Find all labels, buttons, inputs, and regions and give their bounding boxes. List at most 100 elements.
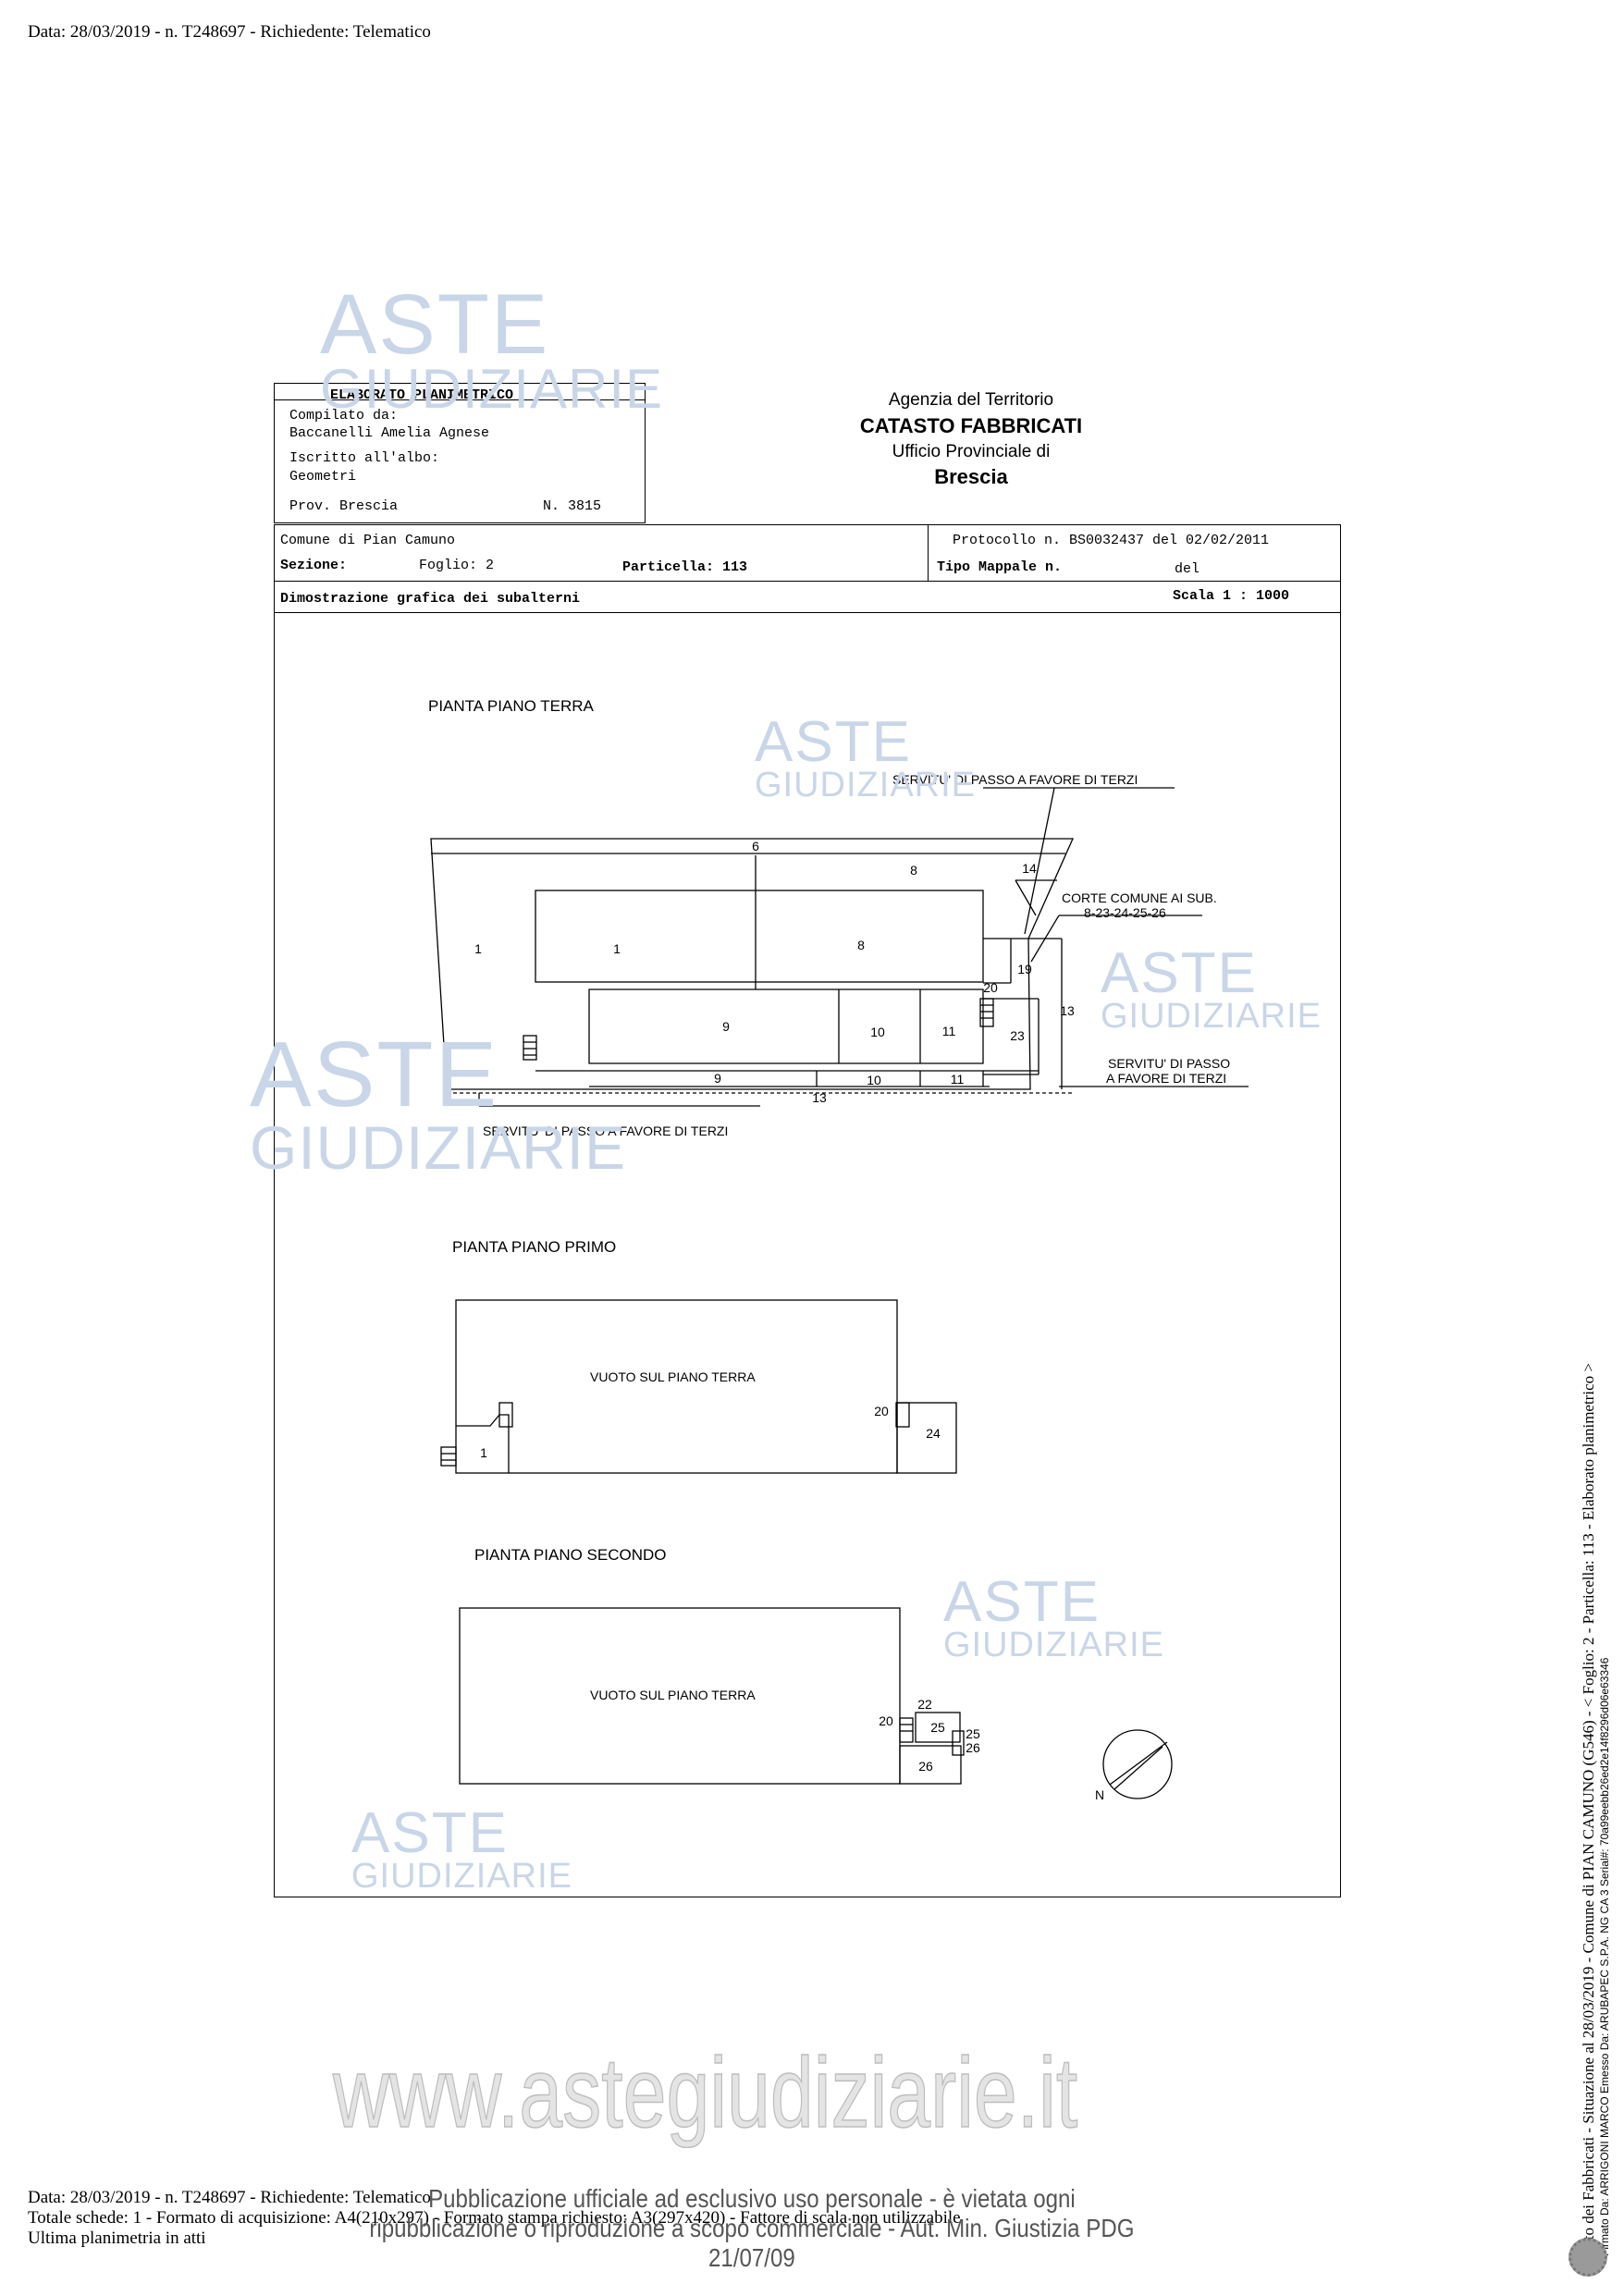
publication-line1: Pubblicazione ufficiale ad esclusivo uso… [428,2184,1076,2213]
watermark-aste-text: ASTE [755,710,912,774]
room-label: 25 [966,1726,980,1741]
albo: Geometri [289,469,357,485]
room-label: 9 [714,1071,721,1086]
compilato-name: Baccanelli Amelia Agnese [289,425,490,441]
secondo-title: PIANTA PIANO SECONDO [474,1546,667,1564]
watermark-giudiziarie-text: GIUDIZIARIE [1101,997,1323,1036]
room-label: 11 [951,1072,965,1087]
particella: Particella: 113 [622,559,748,575]
room-label: 20 [983,980,998,995]
watermark-giudiziarie-text: GIUDIZIARIE [755,766,977,804]
tipo-mappale: Tipo Mappale n. [937,559,1063,575]
room-label: 25 [930,1720,945,1735]
compilato-label: Compilato da: [289,408,399,424]
agency-block: Agenzia del Territorio CATASTO FABBRICAT… [814,390,1128,489]
vuoto-primo: VUOTO SUL PIANO TERRA [590,1369,756,1384]
watermark-aste-text: ASTE [320,277,550,372]
terra-outline [430,838,1075,1090]
room-label: 13 [1060,1003,1075,1018]
comune: Comune di Pian Camuno [280,533,456,548]
room-label: 19 [1017,962,1032,976]
terra-title: PIANTA PIANO TERRA [428,697,595,715]
watermark-aste: ASTE GIUDIZIARIE [755,710,977,804]
tipo-del: del [1175,561,1200,577]
prov: Prov. Brescia [289,498,399,514]
seal-icon [1569,2238,1607,2277]
side-signature: Firmato Da: ARRIGONI MARCO Emesso Da: AR… [1598,1657,1611,2256]
room-label: 26 [918,1759,933,1774]
main-frame [274,524,1341,1897]
room-label: 8 [910,863,917,878]
watermark-aste: ASTE GIUDIZIARIE [943,1570,1165,1664]
room-label: 20 [874,1404,889,1418]
scala: Scala 1 : 1000 [1173,588,1290,604]
watermark-aste-text: ASTE [1101,941,1258,1005]
corte-comune: CORTE COMUNE AI SUB. [1062,890,1217,905]
room-label: 10 [867,1073,881,1087]
servitu-right-1: SERVITU' DI PASSO [1108,1056,1230,1071]
watermark-aste: ASTE GIUDIZIARIE [351,1801,573,1896]
primo-title: PIANTA PIANO PRIMO [452,1238,616,1256]
protocollo: Protocollo n. BS0032437 del 02/02/2011 [953,533,1270,548]
elaborato-divider [274,399,646,400]
agency-line3: Ufficio Provinciale di [892,442,1051,461]
vuoto-secondo: VUOTO SUL PIANO TERRA [590,1688,756,1702]
room-label: 1 [480,1445,487,1460]
servitu-bottom: SERVITU' DI PASSO A FAVORE DI TERZI [483,1123,728,1138]
footer-line3: Ultima planimetria in atti [28,2228,206,2248]
agency-line2: CATASTO FABBRICATI [859,414,1083,437]
room-label: 24 [926,1426,941,1441]
servitu-top: SERVITU' DI PASSO A FAVORE DI TERZI [892,772,1138,787]
room-label: 11 [942,1024,956,1038]
secondo-outline [459,1607,901,1785]
watermark-giudiziarie-text: GIUDIZIARIE [943,1626,1165,1664]
info-divider-1 [274,581,1341,582]
footer-block: Data: 28/03/2019 - n. T248697 - Richiede… [28,2188,961,2249]
room-label: 1 [613,941,621,956]
watermark-aste: ASTE GIUDIZIARIE [250,1028,626,1178]
dimostrazione: Dimostrazione grafica dei subalterni [280,591,581,607]
room-label: 10 [870,1025,885,1039]
corte-subs: 8-23-24-25-26 [1084,905,1166,920]
top-header: Data: 28/03/2019 - n. T248697 - Richiede… [28,22,431,42]
site-watermark: www.astegiudiziarie.it [332,2035,1078,2149]
publication-line2: ripubblicazione o riproduzione a scopo c… [369,2214,1135,2272]
numero-albo: N. 3815 [543,498,602,514]
publication-notice: Pubblicazione ufficiale ad esclusivo uso… [342,2184,1162,2273]
room-label: 14 [1022,861,1037,876]
room-label: 13 [812,1090,827,1105]
watermark-giudiziarie-text: GIUDIZIARIE [250,1113,627,1182]
servitu-right-2: A FAVORE DI TERZI [1106,1071,1226,1086]
side-text: Catasto dei Fabbricati - Situazione al 2… [1580,1363,1597,2275]
room-label: 8 [857,938,865,952]
room-label: 9 [722,1019,730,1034]
room-label: 6 [752,839,759,853]
room-label: 20 [879,1713,893,1728]
room-label: 1 [474,941,482,956]
primo-outline [455,1299,898,1474]
info-vdivider [928,524,929,581]
north-arrow-circle [1102,1729,1173,1799]
watermark-aste-text: ASTE [250,1023,499,1126]
room-label: 23 [1010,1028,1025,1043]
watermark-aste: ASTE GIUDIZIARIE [1101,941,1323,1036]
watermark-aste: ASTE GIUDIZIARIE [320,282,663,417]
watermark-aste-text: ASTE [351,1801,509,1865]
info-divider-2 [274,612,1341,613]
watermark-giudiziarie-text: GIUDIZIARIE [320,358,664,420]
watermark-aste-text: ASTE [943,1570,1101,1634]
agency-line4: Brescia [934,465,1008,488]
north-label: N [1095,1787,1104,1802]
room-label: 26 [966,1740,980,1755]
terra-inner-block [535,890,984,983]
elaborato-box: ELABORATO PLANIMETRICO Compilato da: Bac… [274,383,646,523]
agency-line1: Agenzia del Territorio [888,390,1054,410]
room-label: 22 [917,1697,932,1712]
terra-units-block [588,988,984,1064]
footer-line2: Totale schede: 1 - Formato di acquisizio… [28,2208,961,2228]
sezione: Sezione: [280,558,348,573]
elaborato-title: ELABORATO PLANIMETRICO [330,387,514,403]
iscritto-label: Iscritto all'albo: [289,450,440,466]
watermark-giudiziarie-text: GIUDIZIARIE [351,1857,573,1896]
